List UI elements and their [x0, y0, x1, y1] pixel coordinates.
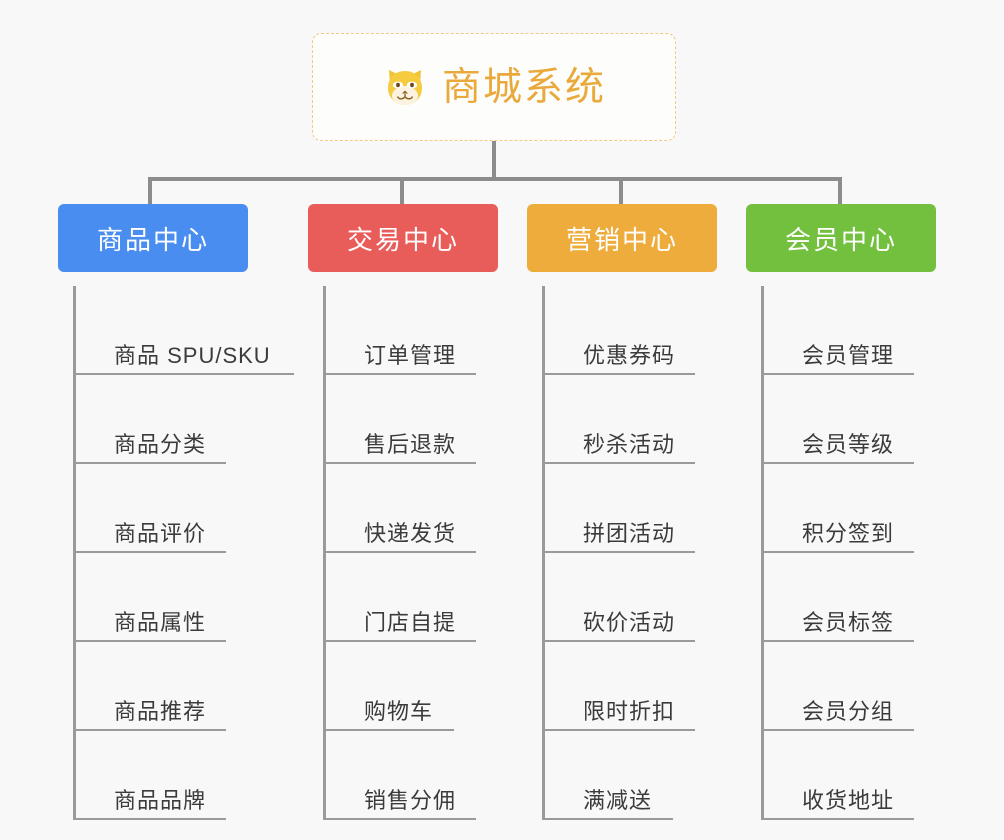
leaf-underline [326, 462, 476, 464]
leaf-item-label: 砍价活动 [583, 609, 676, 635]
leaf-list-商品中心: 商品 SPU/SKU 商品分类 商品评价 商品属性 商品推荐 商品品牌 [73, 286, 294, 820]
leaf-item[interactable]: 购物车 [326, 642, 470, 731]
leaf-underline [76, 373, 294, 375]
category-header-label: 会员中心 [784, 224, 897, 255]
leaf-underline [326, 373, 476, 375]
leaf-item-label: 门店自提 [364, 609, 457, 635]
leaf-item-label: 商品品牌 [114, 787, 207, 813]
leaf-underline [326, 551, 476, 553]
category-header-营销中心[interactable]: 营销中心 [527, 204, 717, 272]
leaf-underline [326, 640, 476, 642]
leaf-item-label: 会员等级 [802, 431, 895, 457]
leaf-item[interactable]: 会员分组 [764, 642, 914, 731]
leaf-underline [326, 818, 476, 820]
connector-drop-2 [400, 177, 404, 205]
leaf-underline [764, 551, 914, 553]
category-header-商品中心[interactable]: 商品中心 [58, 204, 248, 272]
category-header-label: 商品中心 [96, 224, 209, 255]
leaf-item[interactable]: 会员等级 [764, 375, 914, 464]
root-node-商城系统[interactable]: 商城系统 [312, 33, 676, 141]
leaf-underline [76, 462, 226, 464]
leaf-item-label: 收货地址 [802, 787, 895, 813]
connector-drop-3 [619, 177, 623, 205]
leaf-underline [545, 818, 673, 820]
shiba-dog-face-icon [382, 64, 428, 110]
leaf-item[interactable]: 商品品牌 [76, 731, 285, 820]
leaf-item-label: 商品推荐 [114, 698, 207, 724]
leaf-underline [76, 818, 226, 820]
leaf-underline [764, 729, 914, 731]
leaf-item[interactable]: 销售分佣 [326, 731, 476, 820]
leaf-item[interactable]: 订单管理 [326, 286, 476, 375]
connector-root-stem [492, 141, 496, 179]
leaf-underline [545, 462, 695, 464]
leaf-item[interactable]: 商品推荐 [76, 642, 285, 731]
category-header-label: 营销中心 [565, 224, 678, 255]
leaf-item-label: 限时折扣 [583, 698, 676, 724]
leaf-underline [764, 462, 914, 464]
leaf-underline [764, 818, 914, 820]
leaf-item-label: 会员分组 [802, 698, 895, 724]
leaf-item[interactable]: 商品评价 [76, 464, 285, 553]
leaf-item-label: 商品 SPU/SKU [114, 342, 271, 368]
leaf-item[interactable]: 收货地址 [764, 731, 914, 820]
leaf-item-label: 拼团活动 [583, 520, 676, 546]
leaf-item[interactable]: 砍价活动 [545, 553, 695, 642]
leaf-list-会员中心: 会员管理 会员等级 积分签到 会员标签 会员分组 收货地址 [761, 286, 914, 820]
leaf-item[interactable]: 商品属性 [76, 553, 285, 642]
leaf-item[interactable]: 秒杀活动 [545, 375, 695, 464]
leaf-item-label: 销售分佣 [364, 787, 457, 813]
leaf-item-label: 优惠券码 [583, 342, 676, 368]
leaf-underline [76, 640, 226, 642]
leaf-underline [545, 373, 695, 375]
leaf-item[interactable]: 拼团活动 [545, 464, 695, 553]
leaf-item[interactable]: 优惠券码 [545, 286, 695, 375]
leaf-item[interactable]: 商品 SPU/SKU [76, 286, 294, 375]
leaf-item-label: 积分签到 [802, 520, 895, 546]
leaf-list-交易中心: 订单管理 售后退款 快递发货 门店自提 购物车 销售分佣 [323, 286, 476, 820]
connector-drop-4 [838, 177, 842, 205]
root-node-label: 商城系统 [441, 65, 606, 109]
leaf-item[interactable]: 积分签到 [764, 464, 914, 553]
connector-drop-1 [148, 177, 152, 205]
leaf-underline [76, 729, 226, 731]
leaf-underline [545, 640, 695, 642]
leaf-item-label: 售后退款 [364, 431, 457, 457]
leaf-item-label: 商品分类 [114, 431, 207, 457]
leaf-item-label: 会员标签 [802, 609, 895, 635]
leaf-underline [764, 640, 914, 642]
leaf-underline [545, 551, 695, 553]
leaf-item-label: 满减送 [583, 787, 653, 813]
leaf-item[interactable]: 商品分类 [76, 375, 285, 464]
leaf-underline [326, 729, 454, 731]
category-header-label: 交易中心 [346, 224, 459, 255]
leaf-item-label: 会员管理 [802, 342, 895, 368]
leaf-item-label: 订单管理 [364, 342, 457, 368]
leaf-item[interactable]: 限时折扣 [545, 642, 695, 731]
leaf-item[interactable]: 满减送 [545, 731, 689, 820]
leaf-underline [76, 551, 226, 553]
leaf-item-label: 快递发货 [364, 520, 457, 546]
connector-horizontal-bus [150, 177, 842, 181]
leaf-item-label: 商品属性 [114, 609, 207, 635]
category-header-会员中心[interactable]: 会员中心 [746, 204, 936, 272]
leaf-item[interactable]: 会员管理 [764, 286, 914, 375]
leaf-underline [545, 729, 695, 731]
leaf-item-label: 秒杀活动 [583, 431, 676, 457]
leaf-item[interactable]: 快递发货 [326, 464, 476, 553]
leaf-underline [764, 373, 914, 375]
leaf-item-label: 商品评价 [114, 520, 207, 546]
leaf-item[interactable]: 门店自提 [326, 553, 476, 642]
leaf-item-label: 购物车 [364, 698, 434, 724]
leaf-list-营销中心: 优惠券码 秒杀活动 拼团活动 砍价活动 限时折扣 满减送 [542, 286, 695, 820]
leaf-item[interactable]: 售后退款 [326, 375, 476, 464]
category-header-交易中心[interactable]: 交易中心 [308, 204, 498, 272]
leaf-item[interactable]: 会员标签 [764, 553, 914, 642]
